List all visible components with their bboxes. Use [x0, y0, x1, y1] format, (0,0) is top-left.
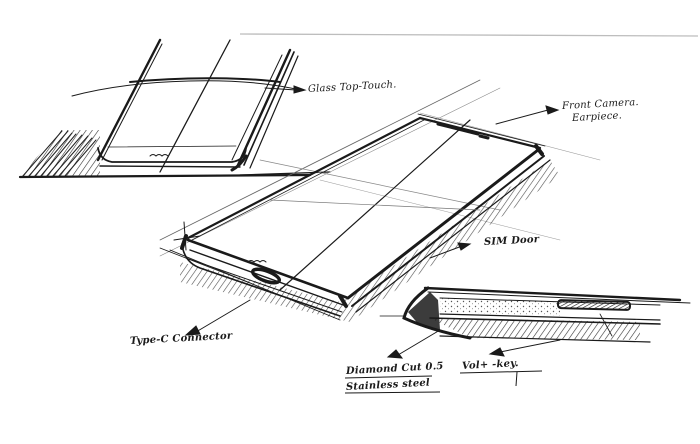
side-detail-view [379, 286, 691, 343]
top-rule-line [239, 33, 699, 37]
top-back-view [18, 38, 331, 179]
leader-lines [184, 85, 561, 359]
note-underlines [344, 370, 543, 394]
main-perspective-view [159, 79, 601, 322]
